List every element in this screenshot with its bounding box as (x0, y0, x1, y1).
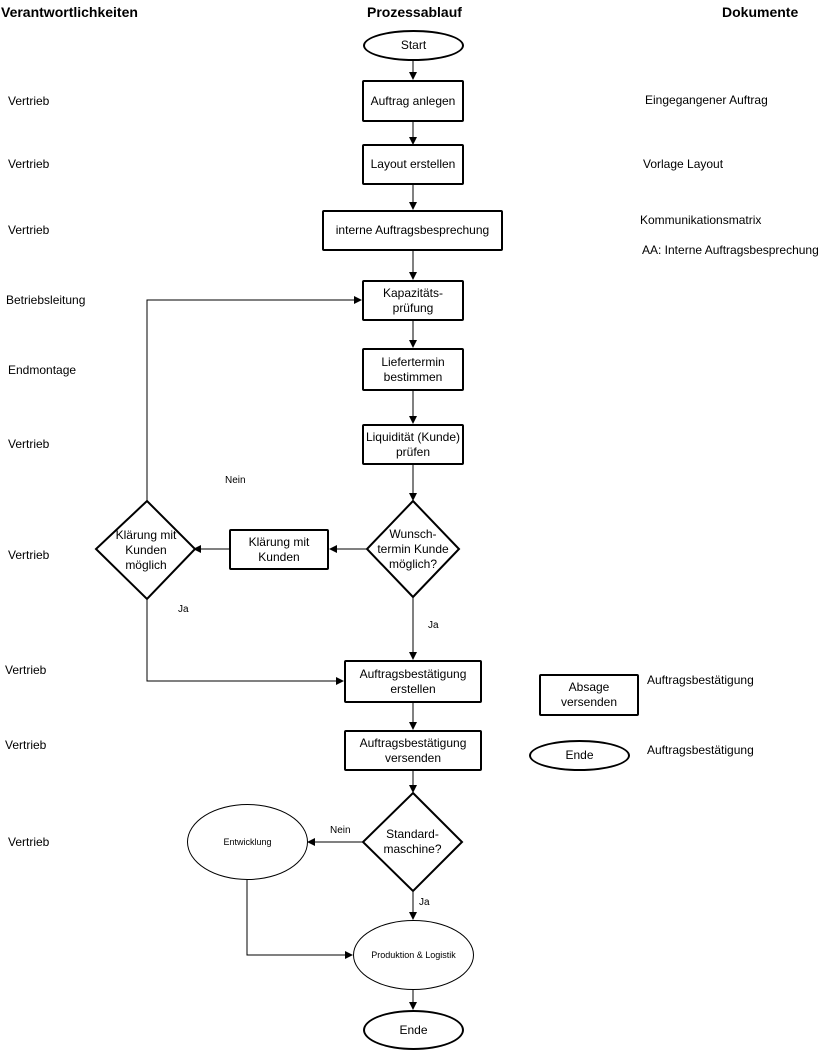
process-label: Layout erstellen (370, 157, 456, 171)
edge-decision-kapazitaet-nein (146, 296, 362, 500)
process-klaerung-mit-kunden: Klärung mit Kunden (229, 529, 329, 570)
lane-label: Vertrieb (8, 157, 50, 171)
lane-label: Vertrieb (5, 738, 47, 752)
lane-label: Vertrieb (5, 663, 47, 677)
header-responsibilities: Verantwortlichkeiten (1, 4, 138, 20)
lane-label: Vertrieb (8, 94, 50, 108)
lane-label: Betriebsleitung (6, 293, 86, 307)
process-label: Auftragsbestätigung versenden (359, 735, 467, 765)
process-entwicklung: Entwicklung (187, 804, 308, 880)
document-label: Vorlage Layout (643, 157, 724, 171)
process-label: interne Auftragsbesprechung (335, 223, 490, 237)
process-label: Auftragsbestätigung erstellen (359, 666, 467, 696)
document-label: AA: Interne Auftragsbesprechung (642, 243, 819, 257)
process-kapazitaetspruefung: Kapazitäts- prüfung (362, 280, 464, 321)
document-label: Auftragsbestätigung (647, 673, 754, 687)
edge-label-ja: Ja (428, 620, 439, 631)
edge-label-nein: Nein (330, 825, 351, 836)
lane-label: Vertrieb (8, 437, 50, 451)
process-produktion-logistik: Produktion & Logistik (353, 920, 474, 990)
edge-label-ja: Ja (178, 604, 189, 615)
decision-klaerung-shape (94, 499, 197, 601)
decision-standardmaschine-shape (361, 791, 464, 893)
lane-label: Vertrieb (8, 223, 50, 237)
process-label: Auftrag anlegen (370, 93, 456, 108)
decision-standardmaschine: Standard- maschine? (363, 793, 462, 891)
header-process: Prozessablauf (367, 4, 462, 20)
process-label: Kapazitäts- prüfung (382, 285, 444, 315)
lane-label: Vertrieb (8, 548, 50, 562)
process-label: Entwicklung (223, 836, 272, 847)
process-liefertermin-bestimmen: Liefertermin bestimmen (362, 348, 464, 391)
edge-decision-ab-ja (146, 599, 344, 685)
process-label: Liefertermin bestimmen (381, 354, 445, 384)
process-label: Produktion & Logistik (371, 949, 456, 960)
decision-label: Standard- maschine? (383, 827, 442, 856)
document-label: Auftragsbestätigung (647, 743, 754, 757)
edge-label-ja: Ja (419, 897, 430, 908)
decision-label: Wunsch- termin Kunde möglich? (377, 526, 449, 571)
process-interne-auftragsbesprechung: interne Auftragsbesprechung (322, 210, 503, 251)
decision-klaerung-moeglich: Klärung mit Kunden möglich (96, 501, 196, 599)
process-label: Absage versenden (560, 680, 618, 709)
lane-label: Endmontage (8, 363, 77, 377)
end-node-label: Ende (565, 748, 594, 762)
process-auftrag-anlegen: Auftrag anlegen (362, 80, 464, 122)
end-node-label: Ende (399, 1022, 428, 1037)
process-layout-erstellen: Layout erstellen (362, 144, 464, 185)
start-node-label: Start (400, 38, 427, 52)
lane-label: Vertrieb (8, 835, 50, 849)
process-label: Liquidität (Kunde) prüfen (365, 429, 461, 459)
process-auftragsbestaetigung-erstellen: Auftragsbestätigung erstellen (344, 660, 482, 703)
header-documents: Dokumente (722, 4, 799, 20)
decision-label: Klärung mit Kunden möglich (115, 527, 177, 572)
edge-entwicklung-produktion (246, 880, 353, 959)
process-absage-versenden: Absage versenden (539, 674, 639, 716)
decision-wunschtermin-shape (365, 499, 461, 599)
decision-wunschtermin: Wunsch- termin Kunde möglich? (367, 501, 459, 597)
process-liquiditaet-pruefen: Liquidität (Kunde) prüfen (362, 424, 464, 465)
document-label: Kommunikationsmatrix (640, 213, 762, 227)
end-node-side: Ende (529, 740, 630, 771)
process-label: Klärung mit Kunden (248, 534, 310, 564)
edge-label-nein: Nein (225, 475, 246, 486)
start-node: Start (363, 30, 464, 61)
document-label: Eingegangener Auftrag (645, 93, 768, 107)
end-node: Ende (363, 1010, 464, 1050)
process-auftragsbestaetigung-versenden: Auftragsbestätigung versenden (344, 730, 482, 771)
